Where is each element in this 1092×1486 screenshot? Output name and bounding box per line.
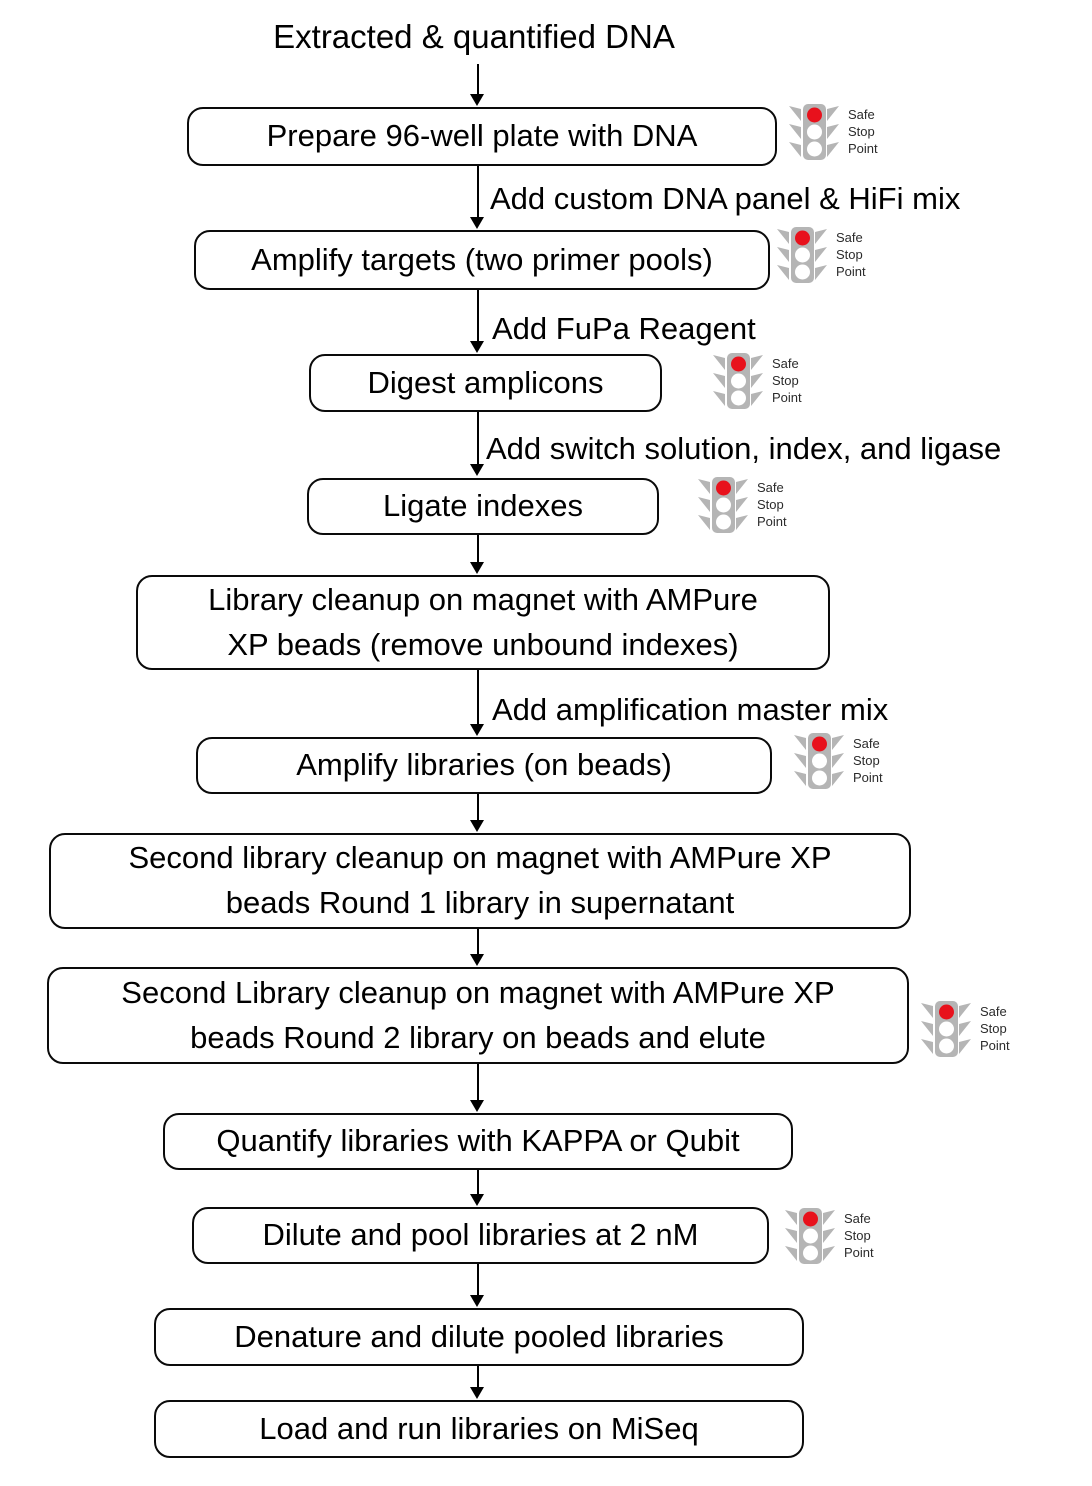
step-dilute-pool-libraries: Dilute and pool libraries at 2 nM (192, 1207, 769, 1264)
arrowhead-icon (470, 820, 484, 832)
step-digest-amplicons: Digest amplicons (309, 354, 662, 412)
traffic-light-icon (713, 353, 763, 409)
step-second-cleanup-round2: Second Library cleanup on magnet with AM… (47, 967, 909, 1064)
traffic-light-icon (794, 733, 844, 789)
step-ligate-indexes: Ligate indexes (307, 478, 659, 535)
arrowhead-icon (470, 1100, 484, 1112)
flow-arrow (470, 1170, 485, 1206)
flow-start-label: Extracted & quantified DNA (273, 18, 675, 55)
step-load-run-miseq: Load and run libraries on MiSeq (154, 1400, 804, 1458)
arrowhead-icon (470, 94, 484, 106)
traffic-light-icon (785, 1208, 835, 1264)
flow-arrow (470, 412, 485, 476)
arrowhead-icon (470, 562, 484, 574)
arrowhead-icon (470, 1194, 484, 1206)
step-amplify-targets: Amplify targets (two primer pools) (194, 230, 770, 290)
traffic-light-icon (789, 104, 839, 160)
arrowhead-icon (470, 464, 484, 476)
step-denature-dilute: Denature and dilute pooled libraries (154, 1308, 804, 1366)
flow-arrow (470, 535, 485, 574)
traffic-light-icon (921, 1001, 971, 1057)
arrowhead-icon (470, 954, 484, 966)
edge-label-add-panel: Add custom DNA panel & HiFi mix (490, 181, 961, 216)
edge-label-add-fupa: Add FuPa Reagent (492, 311, 756, 346)
arrowhead-icon (470, 1295, 484, 1307)
edge-label-add-master-mix: Add amplification master mix (492, 692, 889, 727)
edge-label-add-switch: Add switch solution, index, and ligase (486, 431, 1002, 466)
flow-arrow (470, 166, 485, 229)
arrowhead-icon (470, 217, 484, 229)
traffic-light-icon (698, 477, 748, 533)
flow-arrow (470, 64, 485, 106)
flow-arrow (470, 1366, 485, 1399)
traffic-light-icon (777, 227, 827, 283)
step-prepare-plate: Prepare 96-well plate with DNA (187, 107, 777, 166)
flow-arrow (470, 1264, 485, 1307)
flow-arrow (470, 794, 485, 832)
flow-arrow (470, 1064, 485, 1112)
arrowhead-icon (470, 724, 484, 736)
flow-arrow (470, 929, 485, 966)
arrowhead-icon (470, 1387, 484, 1399)
step-second-cleanup-round1: Second library cleanup on magnet with AM… (49, 833, 911, 929)
flow-arrow (470, 290, 485, 353)
step-amplify-libraries: Amplify libraries (on beads) (196, 737, 772, 794)
arrowhead-icon (470, 341, 484, 353)
step-quantify-libraries: Quantify libraries with KAPPA or Qubit (163, 1113, 793, 1170)
flow-arrow (470, 670, 485, 736)
